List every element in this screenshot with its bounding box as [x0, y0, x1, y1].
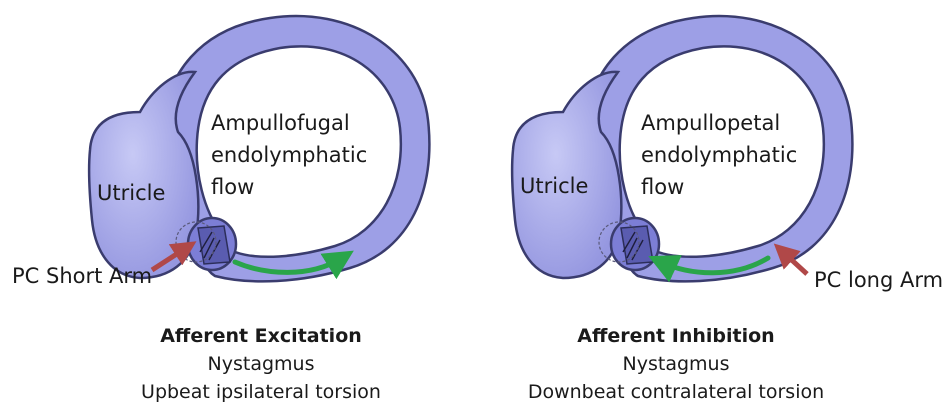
right-utricle-label: Utricle — [520, 174, 588, 198]
right-panel: Utricle Ampullopetal endolymphatic flow … — [512, 16, 943, 403]
left-panel: Utricle Ampullofugal endolymphatic flow … — [12, 16, 429, 403]
right-caption-title: Afferent Inhibition — [577, 325, 774, 347]
left-flow-label-line2: endolymphatic — [211, 143, 367, 167]
right-caption-line2: Downbeat contralateral torsion — [528, 381, 824, 403]
right-arm-label: PC long Arm — [814, 268, 943, 292]
left-arm-label: PC Short Arm — [12, 264, 152, 288]
right-flow-label-line1: Ampullopetal — [641, 111, 780, 135]
left-caption-title: Afferent Excitation — [160, 325, 362, 347]
left-caption-line1: Nystagmus — [208, 353, 315, 375]
left-utricle-label: Utricle — [97, 181, 165, 205]
right-caption-line1: Nystagmus — [623, 353, 730, 375]
left-flow-label-line1: Ampullofugal — [211, 111, 350, 135]
right-flow-label-line3: flow — [641, 175, 684, 199]
right-flow-label-line2: endolymphatic — [641, 143, 797, 167]
left-caption-line2: Upbeat ipsilateral torsion — [141, 381, 381, 403]
left-flow-label-line3: flow — [211, 175, 254, 199]
